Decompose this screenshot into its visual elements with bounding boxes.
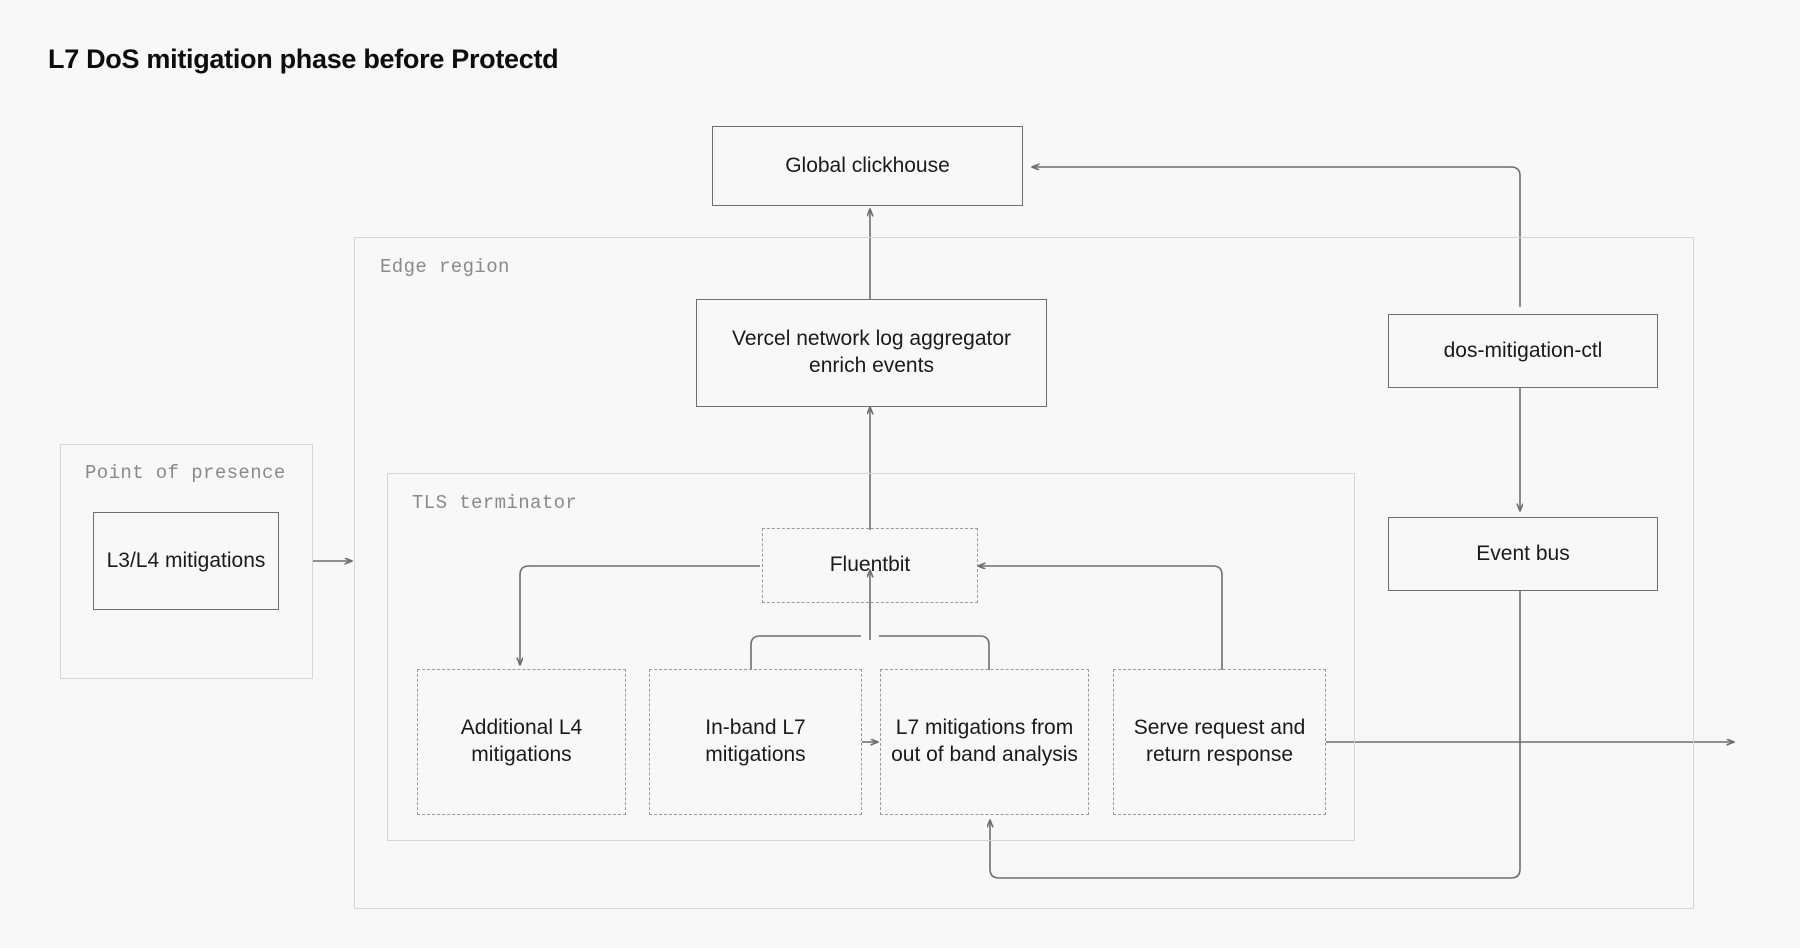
node-vercel-log-aggregator[interactable]: Vercel network log aggregator enrich eve… bbox=[696, 299, 1047, 407]
group-point-of-presence bbox=[60, 444, 313, 679]
node-global-clickhouse-label: Global clickhouse bbox=[785, 153, 950, 177]
node-l7-out-of-band[interactable]: L7 mitigations from out of band analysis bbox=[880, 669, 1089, 815]
group-edge-region-label: Edge region bbox=[380, 256, 510, 278]
node-fluentbit[interactable]: Fluentbit bbox=[762, 528, 978, 603]
group-tls-terminator-label: TLS terminator bbox=[412, 492, 578, 514]
node-event-bus[interactable]: Event bus bbox=[1388, 517, 1658, 591]
group-point-of-presence-label: Point of presence bbox=[85, 462, 286, 484]
node-dos-mitigation-ctl[interactable]: dos-mitigation-ctl bbox=[1388, 314, 1658, 388]
node-serve-request-label: Serve request and return response bbox=[1133, 716, 1306, 766]
node-dos-mitigation-ctl-label: dos-mitigation-ctl bbox=[1443, 338, 1603, 362]
node-l3-l4-mitigations-label: L3/L4 mitigations bbox=[106, 548, 266, 572]
node-event-bus-label: Event bus bbox=[1476, 541, 1570, 565]
node-global-clickhouse[interactable]: Global clickhouse bbox=[712, 126, 1023, 206]
node-l3-l4-mitigations[interactable]: L3/L4 mitigations bbox=[93, 512, 279, 610]
node-fluentbit-label: Fluentbit bbox=[829, 553, 911, 577]
node-in-band-l7-mitigations-label: In-band L7 mitigations bbox=[705, 716, 806, 766]
group-edge-region bbox=[354, 237, 1694, 909]
node-in-band-l7-mitigations[interactable]: In-band L7 mitigations bbox=[649, 669, 862, 815]
group-tls-terminator bbox=[387, 473, 1355, 841]
node-additional-l4-mitigations-label: Additional L4 mitigations bbox=[460, 716, 583, 766]
node-l7-out-of-band-label: L7 mitigations from out of band analysis bbox=[891, 716, 1078, 766]
page-title: L7 DoS mitigation phase before Protectd bbox=[48, 44, 559, 74]
node-vercel-log-aggregator-label: Vercel network log aggregator enrich eve… bbox=[732, 327, 1011, 377]
node-additional-l4-mitigations[interactable]: Additional L4 mitigations bbox=[417, 669, 626, 815]
node-serve-request[interactable]: Serve request and return response bbox=[1113, 669, 1326, 815]
